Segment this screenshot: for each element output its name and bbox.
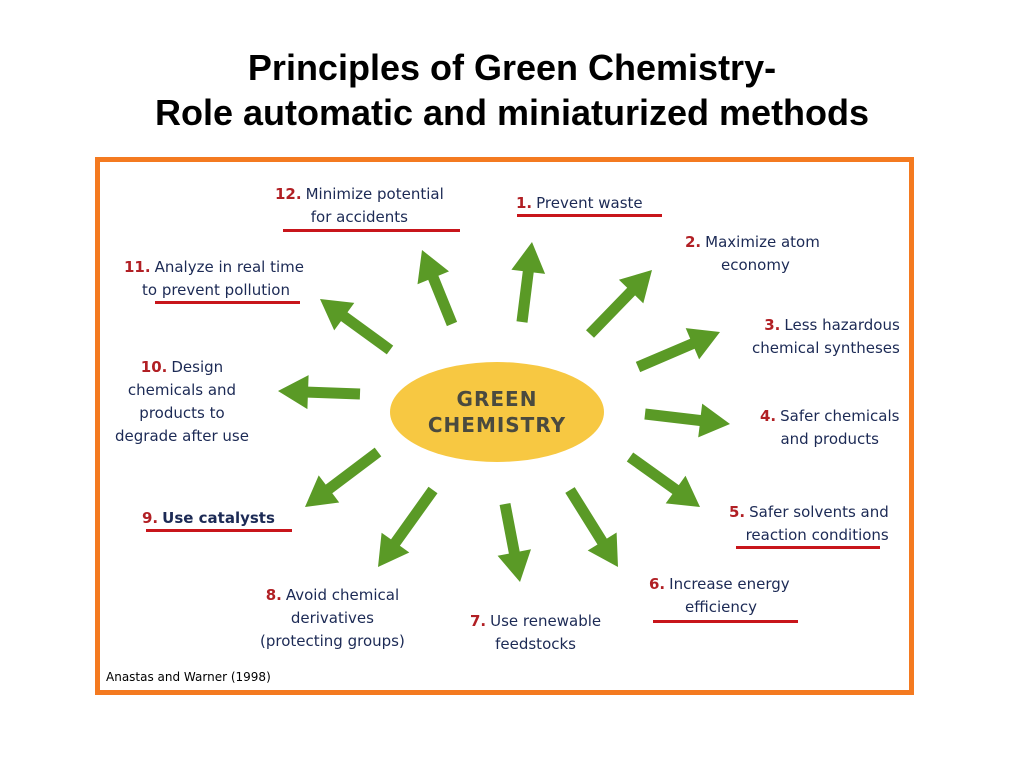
title-line-1: Principles of Green Chemistry- — [247, 47, 777, 88]
principle-5: 5.Safer solvents and reaction conditions — [729, 503, 889, 544]
principle-4: 4.Safer chemicals and products — [760, 407, 900, 448]
arrow-to-principle-6 — [565, 487, 618, 567]
underline-principle-1 — [517, 214, 662, 217]
arrows-layer — [278, 242, 730, 582]
principle-7: 7.Use renewable feedstocks — [470, 612, 602, 653]
principle-2: 2.Maximize atom economy — [685, 233, 820, 274]
title-line-2: Role automatic and miniaturized methods — [154, 92, 870, 133]
arrow-to-principle-3 — [635, 328, 720, 373]
arrow-to-principle-2 — [586, 270, 652, 338]
diagram-frame: GREEN CHEMISTRY 1.Prevent waste 2.Maximi… — [95, 157, 914, 695]
arrow-to-principle-10 — [278, 375, 361, 410]
hub-label-line-2: CHEMISTRY — [427, 413, 567, 437]
underline-principle-6 — [653, 620, 798, 623]
principle-1: 1.Prevent waste — [516, 194, 643, 212]
underline-principle-11 — [155, 301, 300, 304]
principle-11: 11.Analyze in real time to prevent pollu… — [124, 258, 304, 299]
arrow-to-principle-7 — [497, 503, 531, 582]
arrow-to-principle-12 — [417, 250, 458, 327]
principle-8: 8.Avoid chemical derivatives (protecting… — [260, 586, 405, 650]
underline-principle-12 — [283, 229, 460, 232]
arrow-to-principle-11 — [320, 299, 394, 355]
arrow-to-principle-8 — [378, 486, 438, 567]
arrow-to-principle-5 — [626, 452, 700, 507]
green-chemistry-hub: GREEN CHEMISTRY — [390, 362, 604, 462]
principle-6: 6.Increase energy efficiency — [649, 575, 790, 616]
principle-12: 12.Minimize potential for accidents — [275, 185, 444, 226]
principle-9: 9.Use catalysts — [142, 509, 275, 527]
principle-3: 3.Less hazardous chemical syntheses — [752, 316, 900, 357]
arrow-to-principle-9 — [305, 447, 382, 507]
principle-10: 10.Design chemicals and products to degr… — [115, 358, 249, 445]
underline-principle-9 — [146, 529, 292, 532]
arrow-to-principle-4 — [644, 403, 730, 438]
citation: Anastas and Warner (1998) — [106, 670, 271, 684]
hub-label-line-1: GREEN — [456, 387, 538, 411]
underline-principle-5 — [736, 546, 880, 549]
arrow-to-principle-1 — [511, 242, 546, 323]
